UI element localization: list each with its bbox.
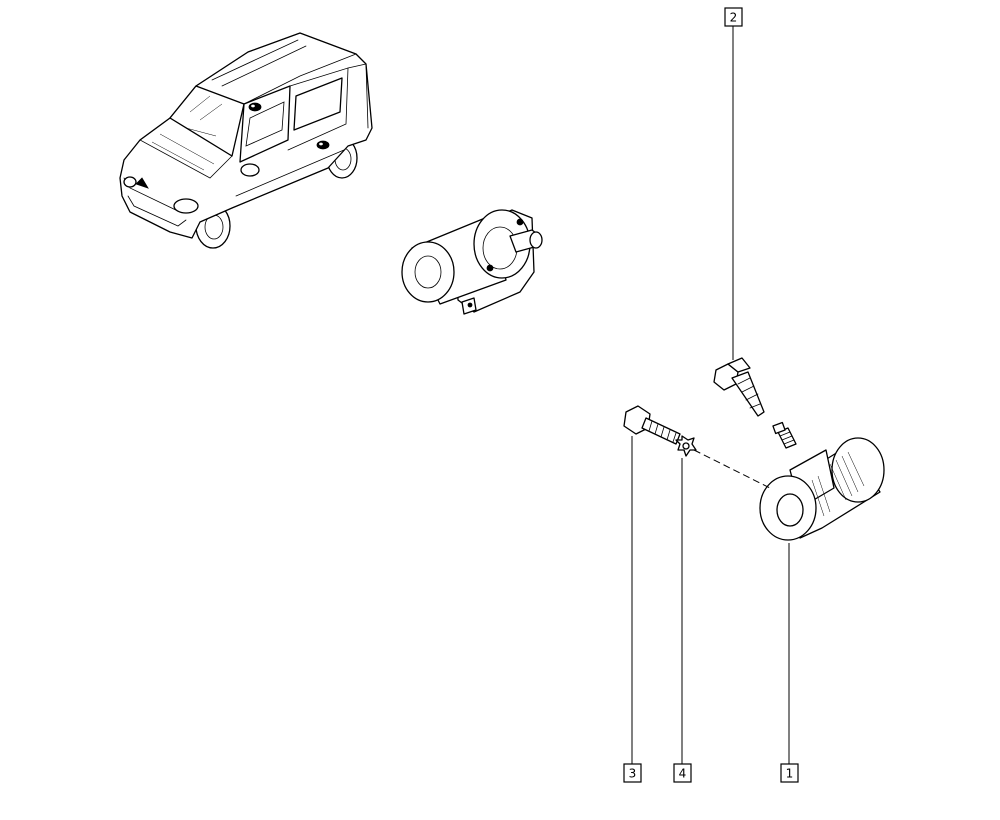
callout-2: 2 [724, 7, 743, 27]
callout-1: 1 [780, 763, 799, 783]
callout-4: 4 [673, 763, 692, 783]
callout-2-label: 2 [730, 11, 738, 25]
location-marker-icon [248, 102, 330, 150]
washer-part [675, 435, 697, 457]
wheel-cylinder-part [759, 421, 885, 541]
vehicle-location-icon [119, 32, 373, 249]
assembly-axis-line [693, 449, 771, 489]
bleed-screw-part [713, 357, 765, 417]
callout-3: 3 [623, 763, 642, 783]
callout-1-label: 1 [786, 767, 794, 781]
bolt-part [623, 405, 681, 445]
callout-4-label: 4 [679, 767, 687, 781]
callout-3-label: 3 [629, 767, 637, 781]
wheel-cylinder-assembly-icon [401, 209, 543, 315]
